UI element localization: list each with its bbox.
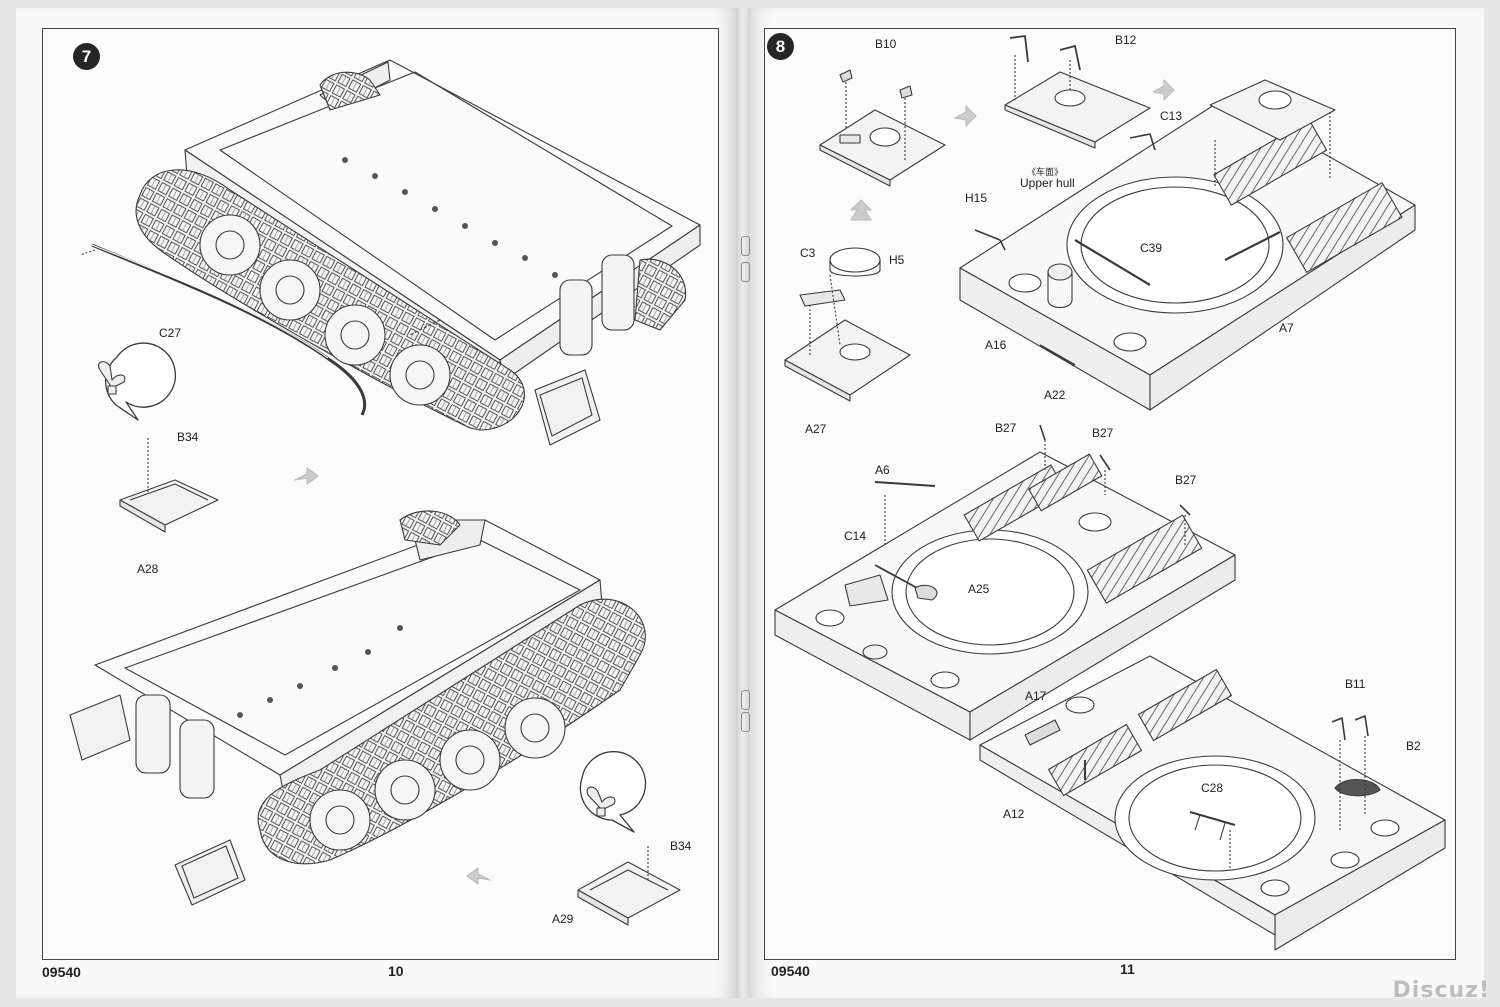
part-label-c14: C14	[844, 529, 867, 543]
part-label-b10: B10	[875, 37, 897, 51]
part-label-b12: B12	[1115, 33, 1137, 47]
part-label-c27: C27	[159, 326, 182, 340]
part-label-a25: A25	[968, 582, 990, 596]
arrow-icon	[1152, 79, 1175, 101]
arrow-icon	[850, 199, 872, 221]
part-label-a27: A27	[805, 422, 827, 436]
staple-icon	[741, 690, 750, 710]
part-label-a28: A28	[137, 562, 159, 576]
upper-hull-middle	[774, 424, 1236, 741]
part-label-h5: H5	[889, 253, 905, 267]
staple-icon	[741, 262, 750, 282]
arrow-icon	[294, 467, 319, 485]
part-label-c28: C28	[1201, 781, 1224, 795]
watermark: Discuz!	[1392, 978, 1490, 1003]
cupola-base-detail	[784, 247, 911, 402]
part-label-a22: A22	[1044, 388, 1066, 402]
arrow-icon	[954, 105, 977, 127]
staple-icon	[741, 236, 750, 256]
part-a29	[577, 846, 681, 926]
part-label-a7: A7	[1279, 321, 1294, 335]
upper-hull-bottom	[979, 655, 1446, 951]
turret-plate-detail	[819, 69, 946, 187]
wing-nut-callout-bottom	[579, 751, 647, 833]
upper-hull-assembly	[959, 79, 1416, 411]
step-number-badge: 7	[73, 43, 100, 70]
part-label-a12: A12	[1003, 807, 1025, 821]
part-label-b34: B34	[177, 430, 199, 444]
part-a28	[119, 438, 219, 533]
page-number: 11	[1120, 961, 1135, 977]
lower-hull-top	[79, 59, 701, 446]
part-label-b27: B27	[1175, 473, 1197, 487]
upper-hull-label-cn: 《车面》	[1027, 167, 1064, 177]
wing-nut-callout-top	[98, 342, 176, 421]
staple-icon	[741, 712, 750, 732]
part-label-a17: A17	[1025, 689, 1047, 703]
part-label-a6: A6	[875, 463, 890, 477]
part-label-c13: C13	[1160, 109, 1183, 123]
lower-hull-bottom	[69, 510, 646, 906]
part-label-b11: B11	[1345, 677, 1366, 691]
part-label-b2: B2	[1406, 739, 1421, 753]
product-code: 09540	[42, 964, 81, 980]
part-label-b27: B27	[1092, 426, 1114, 440]
upper-hull-label: Upper hull	[1020, 176, 1075, 190]
part-label-c39: C39	[1140, 241, 1163, 255]
step-number-badge: 8	[767, 33, 794, 60]
part-label-a29: A29	[552, 912, 574, 926]
hatch-plate-detail	[1004, 35, 1151, 149]
product-code: 09540	[771, 963, 810, 979]
page-number: 10	[388, 963, 404, 979]
part-label-b34: B34	[670, 839, 692, 853]
part-label-a16: A16	[985, 338, 1007, 352]
part-label-b27: B27	[995, 421, 1017, 435]
part-label-h15: H15	[965, 191, 988, 205]
arrow-icon	[466, 867, 491, 885]
part-label-c3: C3	[800, 246, 816, 260]
